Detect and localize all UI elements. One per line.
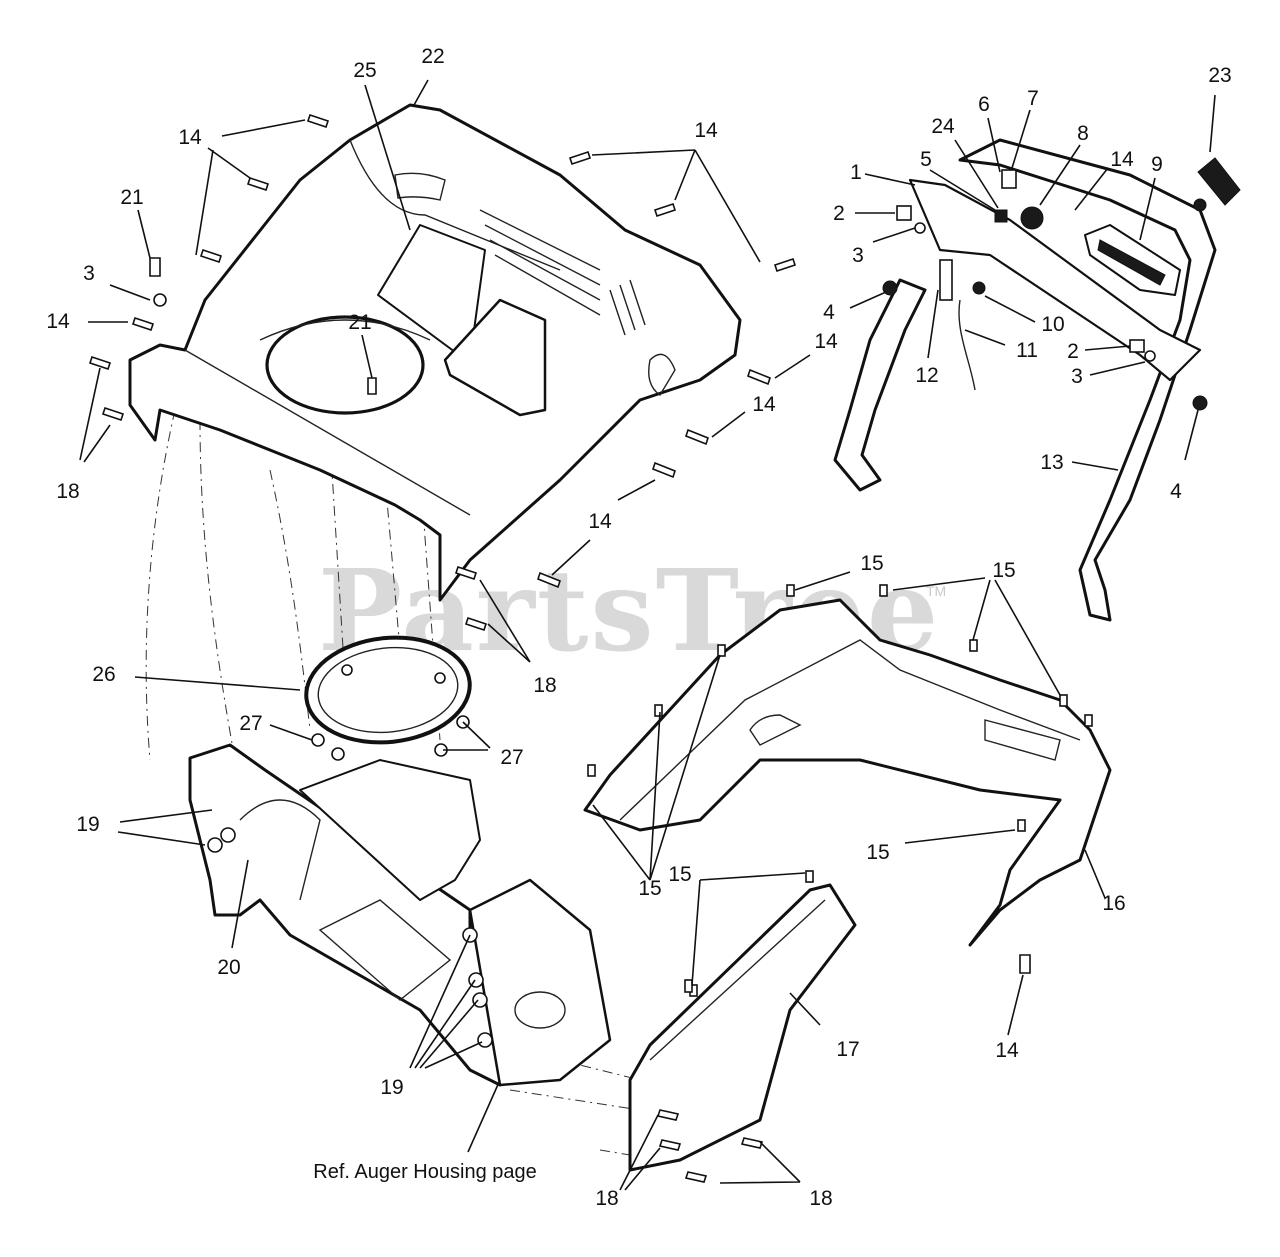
- callout-14: 14: [178, 126, 202, 149]
- callout-15: 15: [992, 559, 1015, 582]
- callout-27: 27: [239, 712, 262, 735]
- callout-14: 14: [588, 510, 612, 533]
- callout-18: 18: [533, 674, 556, 697]
- callout-3: 3: [1071, 365, 1083, 388]
- deflector-part-17[interactable]: [628, 870, 857, 1172]
- frame-part-16[interactable]: [583, 584, 1112, 947]
- callout-20: 20: [217, 956, 240, 979]
- callout-11: 11: [1016, 339, 1038, 362]
- callout-3: 3: [83, 262, 95, 285]
- callout-4: 4: [1170, 480, 1182, 503]
- auger-housing[interactable]: [188, 743, 612, 1087]
- callout-19: 19: [380, 1076, 403, 1099]
- top-shroud-part-22[interactable]: [128, 103, 742, 602]
- callout-8: 8: [1077, 122, 1089, 145]
- callout-12: 12: [915, 364, 938, 387]
- callout-15: 15: [866, 841, 889, 864]
- reference-note: Ref. Auger Housing page: [313, 1161, 537, 1183]
- callout-18: 18: [809, 1187, 832, 1210]
- callout-14: 14: [694, 119, 718, 142]
- callout-15: 15: [638, 877, 661, 900]
- callout-2: 2: [833, 202, 845, 225]
- callout-15: 15: [668, 863, 691, 886]
- watermark-trademark: TM: [926, 583, 946, 599]
- callout-9: 9: [1151, 153, 1163, 176]
- callout-24: 24: [931, 115, 955, 138]
- handle-part-13[interactable]: [833, 138, 1217, 622]
- leader-lines: [79, 79, 1216, 1191]
- callout-7: 7: [1027, 87, 1039, 110]
- callout-21: 21: [120, 186, 143, 209]
- callout-14: 14: [752, 393, 776, 416]
- callout-25: 25: [353, 59, 376, 82]
- callout-2: 2: [1067, 340, 1079, 363]
- callout-6: 6: [978, 93, 990, 116]
- callout-14: 14: [814, 330, 838, 353]
- callout-27: 27: [500, 746, 523, 769]
- callout-13: 13: [1040, 451, 1063, 474]
- bolts: [88, 113, 1031, 1183]
- callout-15: 15: [860, 552, 883, 575]
- callout-4: 4: [823, 301, 835, 324]
- callout-10: 10: [1041, 313, 1064, 336]
- callout-18: 18: [56, 480, 79, 503]
- callout-5: 5: [920, 148, 932, 171]
- callout-16: 16: [1102, 892, 1125, 915]
- callout-labels: 22 25 14 14 21 3 14 21 18 14 14 14 18 26…: [46, 45, 1231, 1210]
- callout-17: 17: [836, 1038, 859, 1061]
- callout-23: 23: [1208, 64, 1231, 87]
- chute-ring-part-26[interactable]: [301, 630, 475, 751]
- callout-19: 19: [76, 813, 99, 836]
- callout-3: 3: [852, 244, 864, 267]
- callout-18: 18: [595, 1187, 618, 1210]
- callout-26: 26: [92, 663, 115, 686]
- callout-14: 14: [995, 1039, 1019, 1062]
- callout-14: 14: [1110, 148, 1134, 171]
- callout-1: 1: [850, 161, 862, 184]
- callout-21: 21: [348, 311, 371, 334]
- callout-14: 14: [46, 310, 70, 333]
- callout-22: 22: [421, 45, 444, 68]
